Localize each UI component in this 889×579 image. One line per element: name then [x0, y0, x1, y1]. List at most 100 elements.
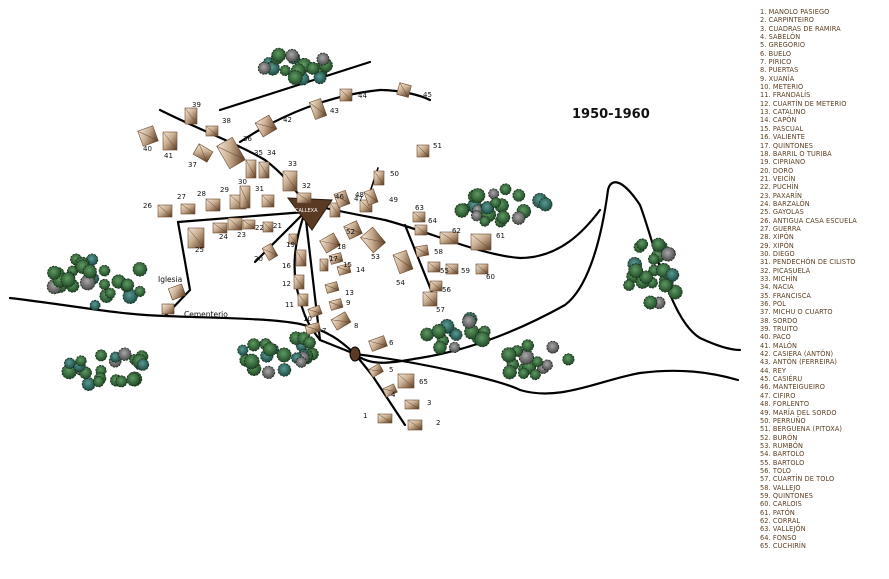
- house-62[interactable]: [439, 231, 459, 245]
- house-7[interactable]: [304, 321, 322, 336]
- house-51[interactable]: [416, 144, 430, 158]
- legend-item: 34. NACIA: [760, 282, 794, 292]
- tree-icon: [82, 264, 97, 279]
- house-23[interactable]: [227, 217, 243, 231]
- house-21[interactable]: [262, 221, 274, 233]
- house-46[interactable]: [329, 202, 341, 218]
- house-56[interactable]: [429, 280, 443, 292]
- house-50[interactable]: [373, 170, 385, 186]
- house-49[interactable]: [363, 188, 379, 206]
- house-44[interactable]: [339, 88, 353, 102]
- house-53[interactable]: [360, 226, 386, 254]
- tree-icon: [529, 368, 541, 381]
- house-40[interactable]: [137, 125, 159, 147]
- tree-icon: [501, 347, 517, 363]
- house-35[interactable]: [245, 159, 257, 179]
- house-57[interactable]: [422, 291, 438, 307]
- house-26[interactable]: [157, 204, 173, 218]
- house-22[interactable]: [242, 219, 256, 230]
- house-31[interactable]: [261, 194, 275, 208]
- house-number-27: 27: [177, 193, 186, 201]
- house-12[interactable]: [293, 274, 305, 290]
- house-19[interactable]: [288, 233, 298, 245]
- legend-item: 35. FRANCISCA: [760, 290, 812, 300]
- house-16[interactable]: [295, 249, 307, 267]
- house-52[interactable]: [343, 220, 363, 240]
- legend-item: 4. SABELÓN: [760, 32, 801, 42]
- house-8[interactable]: [330, 311, 352, 331]
- house-45[interactable]: [396, 82, 412, 98]
- house-number-42: 42: [283, 116, 292, 124]
- house-24[interactable]: [212, 222, 228, 234]
- house-number-46: 46: [335, 193, 344, 201]
- house-number-23: 23: [237, 231, 246, 239]
- house-2[interactable]: [407, 419, 423, 431]
- house-34[interactable]: [258, 161, 270, 179]
- house-number-44: 44: [358, 92, 367, 100]
- legend-item: 54. BARTOLO: [760, 449, 805, 459]
- house-43[interactable]: [308, 98, 328, 120]
- house-18[interactable]: [319, 232, 341, 254]
- house-number-9: 9: [346, 299, 350, 307]
- house-33[interactable]: [282, 170, 298, 192]
- house-10[interactable]: [307, 304, 323, 319]
- house-11[interactable]: [297, 293, 309, 307]
- legend-item: 25. GAYOLAS: [760, 207, 804, 217]
- house-15[interactable]: [328, 252, 344, 265]
- house-17[interactable]: [319, 258, 329, 272]
- tree-cluster-southwest: [61, 347, 150, 392]
- house-5[interactable]: [368, 363, 384, 378]
- house-number-57: 57: [436, 306, 445, 314]
- tree-icon: [262, 342, 277, 357]
- legend-item: 48. FORLENTO: [760, 399, 810, 409]
- house-13[interactable]: [324, 281, 340, 294]
- tree-icon: [541, 359, 553, 371]
- legend-item: 52. BURÓN: [760, 432, 798, 442]
- house-25[interactable]: [187, 227, 205, 249]
- house-4[interactable]: [382, 383, 398, 398]
- legend-item: 8. PUERTAS: [760, 65, 799, 75]
- house-30[interactable]: [239, 185, 251, 209]
- house-number-18: 18: [337, 243, 346, 251]
- house-54[interactable]: [392, 249, 414, 275]
- house-42[interactable]: [254, 114, 278, 138]
- legend-item: 43. ANTÓN (FERREIRA): [760, 357, 838, 367]
- house-39[interactable]: [184, 107, 198, 125]
- house-65[interactable]: [397, 373, 415, 389]
- house-32[interactable]: [296, 192, 312, 204]
- legend-item: 46. MANTEIGUEIRO: [760, 382, 825, 392]
- house-38[interactable]: [205, 125, 219, 137]
- tree-icon: [306, 61, 320, 75]
- tree-cluster-west: [46, 253, 148, 311]
- house-1[interactable]: [377, 413, 393, 424]
- house-48[interactable]: [333, 189, 351, 209]
- house-60[interactable]: [475, 263, 489, 275]
- house-14[interactable]: [336, 263, 352, 276]
- house-64[interactable]: [414, 224, 428, 236]
- house-59[interactable]: [445, 263, 459, 275]
- house-3[interactable]: [404, 399, 420, 410]
- legend-item: 63. VALLEJÓN: [760, 524, 806, 534]
- legend-item: 23. PAXARÍN: [760, 190, 802, 200]
- house-20[interactable]: [261, 243, 279, 261]
- map-title: 1950-1960: [572, 107, 650, 122]
- cemetery-building[interactable]: [161, 303, 175, 315]
- house-number-43: 43: [330, 107, 339, 115]
- legend-item: 9. XUANÍA: [760, 73, 795, 83]
- tree-icon: [271, 47, 287, 63]
- house-27[interactable]: [180, 203, 196, 215]
- house-41[interactable]: [162, 131, 178, 151]
- house-55[interactable]: [427, 261, 441, 273]
- tree-icon: [660, 246, 676, 262]
- house-61[interactable]: [470, 233, 492, 251]
- house-6[interactable]: [368, 335, 388, 352]
- legend-item: 12. CUARTÍN DE METERIO: [760, 98, 847, 108]
- house-9[interactable]: [328, 298, 344, 311]
- house-63[interactable]: [412, 211, 426, 223]
- church-building[interactable]: [167, 283, 187, 301]
- house-number-5: 5: [389, 366, 393, 374]
- house-37[interactable]: [192, 143, 214, 163]
- house-28[interactable]: [205, 198, 221, 212]
- house-36[interactable]: [216, 136, 246, 170]
- house-58[interactable]: [414, 244, 430, 258]
